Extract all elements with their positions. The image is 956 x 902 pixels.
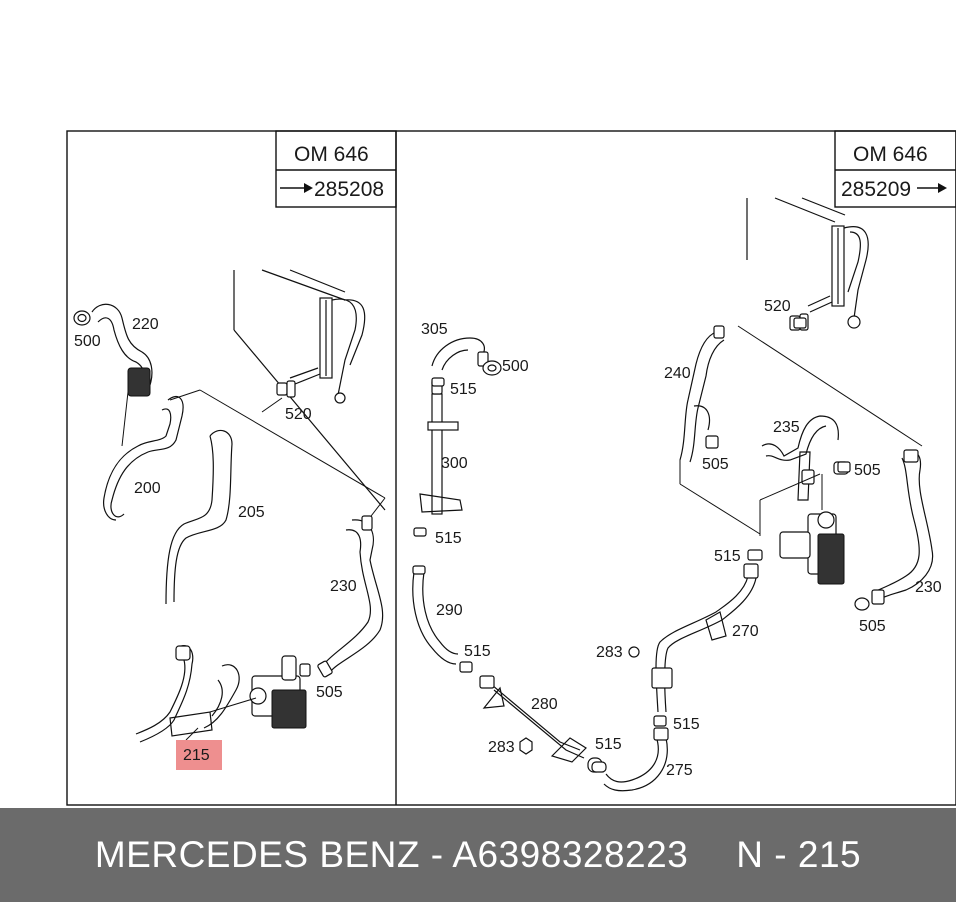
- label-515-c: 515: [464, 643, 491, 660]
- label-283-a: 283: [488, 739, 515, 756]
- footer-reference: N - 215: [736, 834, 862, 875]
- label-515-b: 515: [435, 530, 462, 547]
- left-range-label: 285208: [314, 178, 384, 201]
- label-275: 275: [666, 762, 693, 779]
- label-290: 290: [436, 602, 463, 619]
- right-hose-305: [431, 337, 502, 376]
- label-500-right: 500: [502, 358, 529, 375]
- highlight-215: [176, 740, 222, 770]
- right-clamps: [413, 317, 851, 773]
- footer-banner: MERCEDES BENZ - A6398328223 N - 215: [0, 808, 956, 902]
- footer-part-number: MERCEDES BENZ - A6398328223: [94, 834, 689, 875]
- left-connector-520: [261, 380, 296, 413]
- label-520-right: 520: [764, 298, 791, 315]
- label-520: 520: [285, 406, 312, 423]
- right-hose-275: [603, 727, 669, 792]
- right-range-label: 285209: [841, 178, 911, 201]
- label-283-b: 283: [596, 644, 623, 661]
- left-engine-label: OM 646: [294, 143, 369, 166]
- label-500: 500: [74, 333, 101, 350]
- left-hose-205: [165, 429, 233, 605]
- right-header-box: OM 646 285209: [834, 130, 956, 208]
- label-205: 205: [238, 504, 265, 521]
- diagram-frame: [66, 130, 956, 806]
- label-235: 235: [773, 419, 800, 436]
- label-240: 240: [664, 365, 691, 382]
- arrow-right-icon: [280, 183, 313, 193]
- label-300: 300: [441, 455, 468, 472]
- right-pipe-270: [651, 563, 759, 713]
- label-505-c: 505: [859, 618, 886, 635]
- label-515-e: 515: [673, 716, 700, 733]
- left-radiator: [233, 269, 386, 511]
- label-220: 220: [132, 316, 159, 333]
- right-hose-290: [412, 565, 459, 665]
- right-pipe-300: [419, 379, 463, 515]
- label-515-f: 515: [714, 548, 741, 565]
- label-280: 280: [531, 696, 558, 713]
- label-515-d: 515: [595, 736, 622, 753]
- left-hose-220: [73, 303, 153, 447]
- label-515-a: 515: [450, 381, 477, 398]
- label-200: 200: [134, 480, 161, 497]
- label-305: 305: [421, 321, 448, 338]
- label-215: 215: [183, 747, 210, 764]
- label-505: 505: [316, 684, 343, 701]
- right-hose-230: [854, 449, 934, 611]
- left-hose-230: [317, 515, 384, 678]
- label-230: 230: [330, 578, 357, 595]
- left-hose-200: [103, 389, 386, 521]
- label-230-right: 230: [915, 579, 942, 596]
- right-engine-label: OM 646: [853, 143, 928, 166]
- right-valve-assembly: [759, 415, 849, 585]
- label-270: 270: [732, 623, 759, 640]
- left-pump-assembly: [135, 645, 311, 743]
- right-hose-240: [679, 325, 923, 535]
- arrow-right-icon: [917, 183, 947, 193]
- left-header-box: OM 646 285208: [275, 130, 397, 208]
- label-505-a: 505: [702, 456, 729, 473]
- label-505-b: 505: [854, 462, 881, 479]
- right-pipe-280: [479, 675, 603, 773]
- parts-diagram: OM 646 285208: [66, 130, 956, 806]
